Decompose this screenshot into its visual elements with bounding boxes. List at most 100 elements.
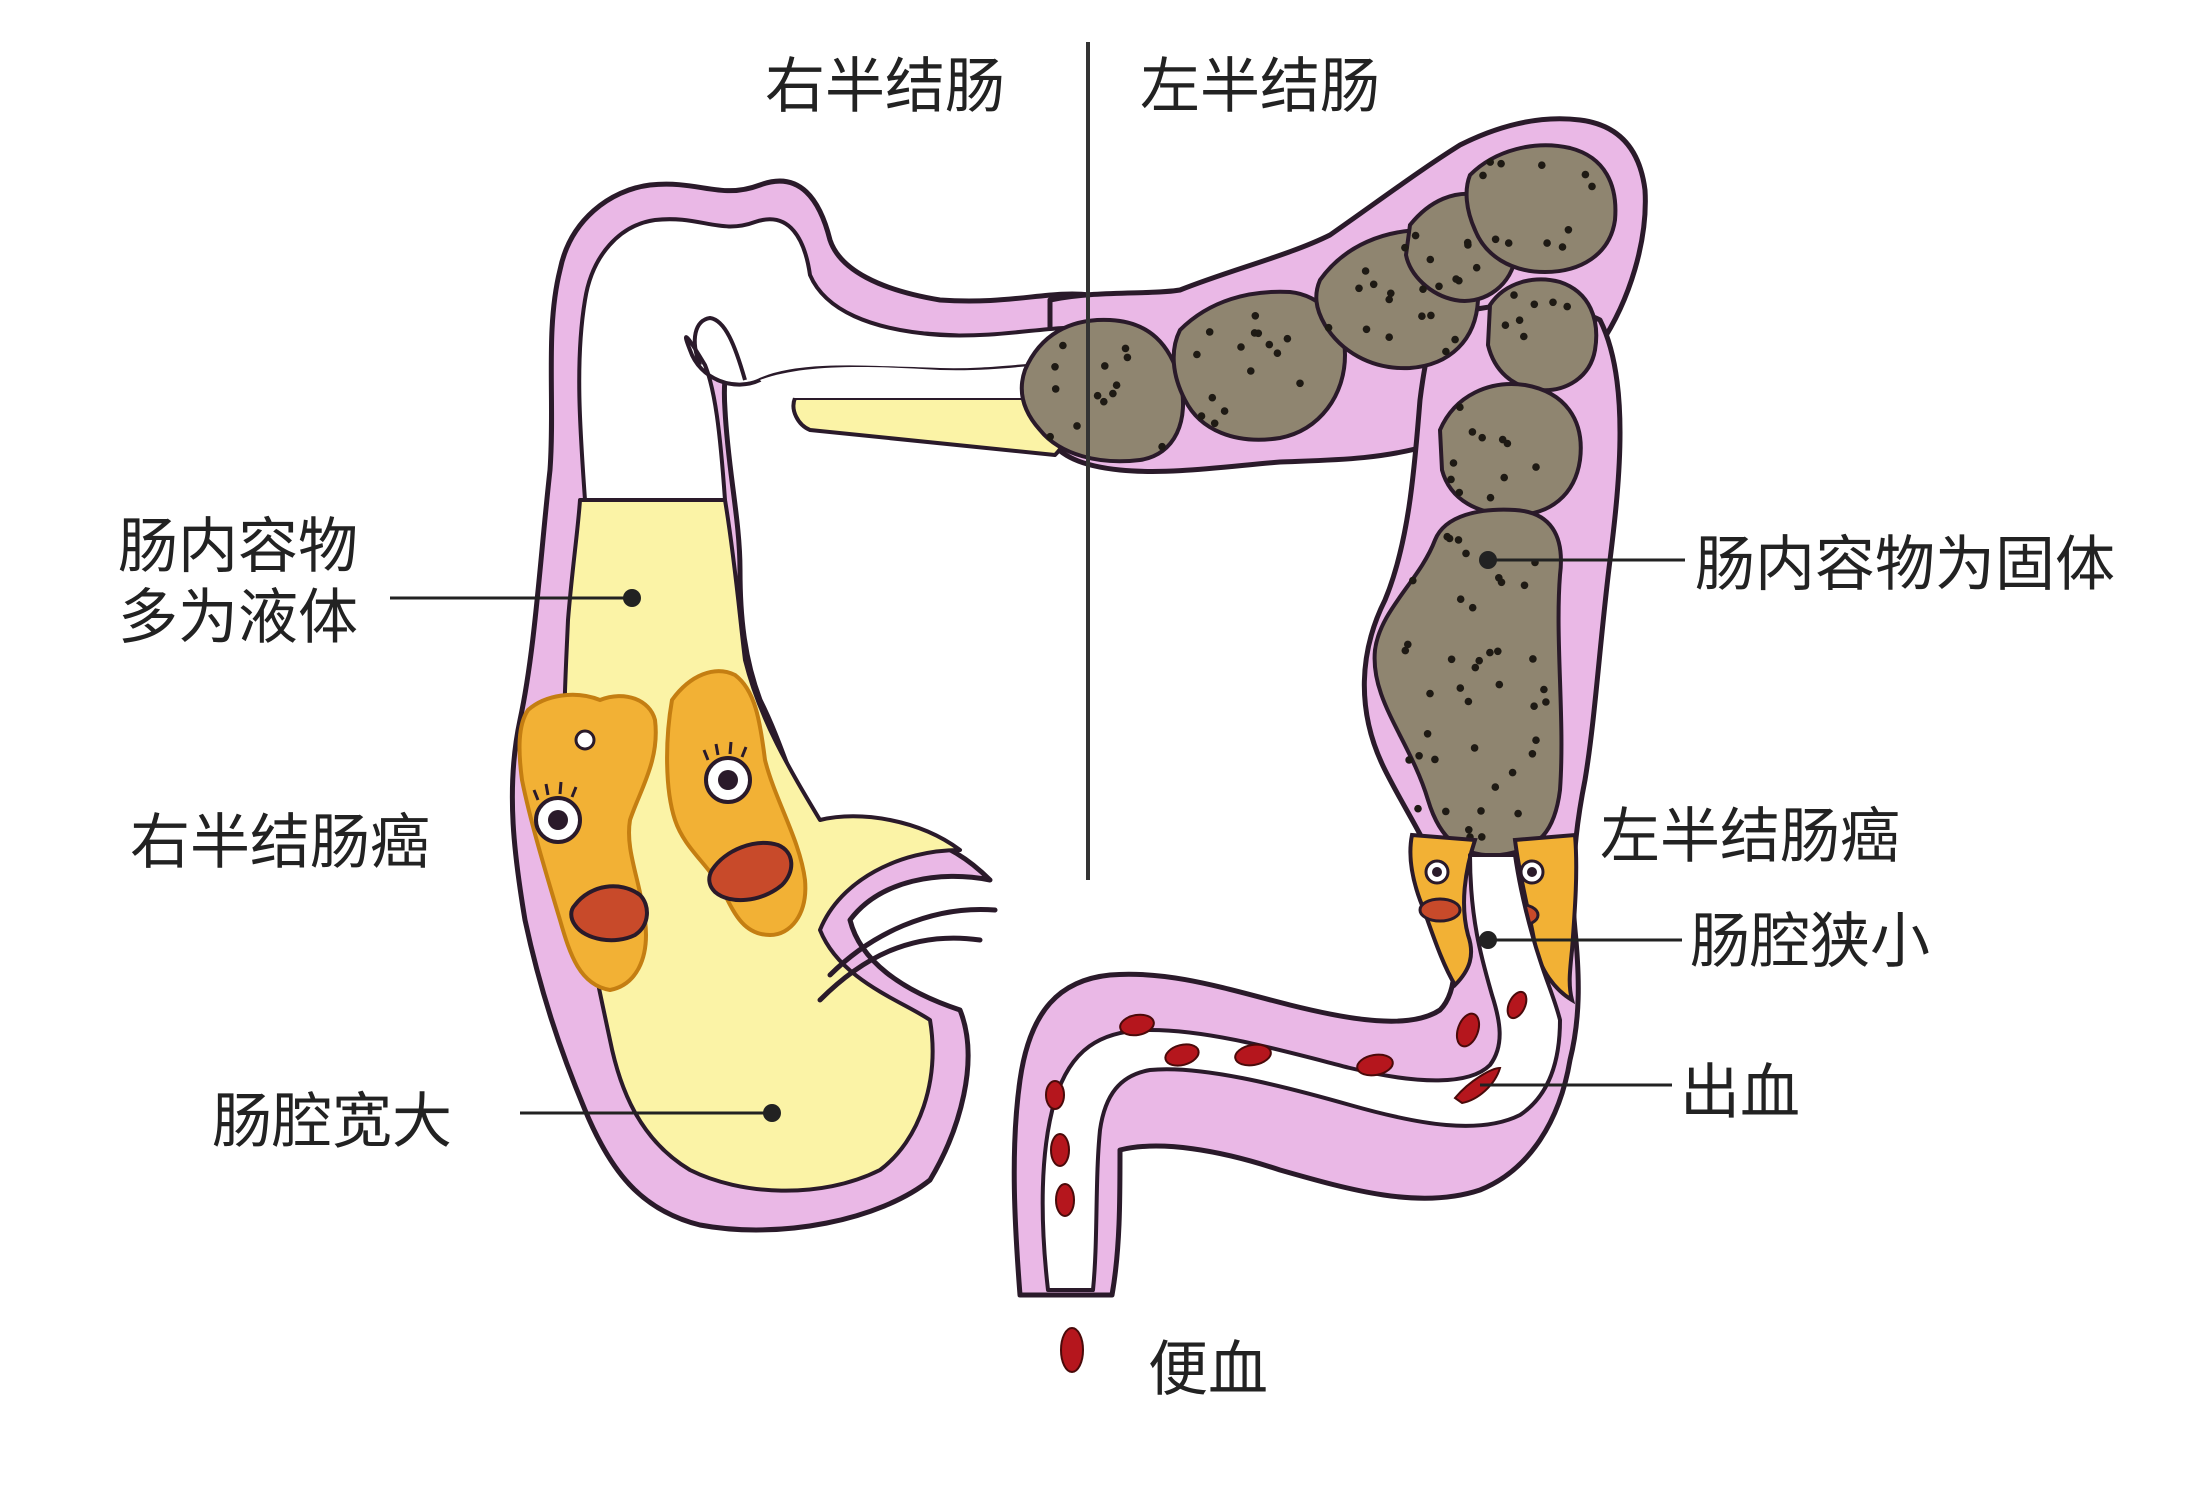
stool-dot bbox=[1529, 655, 1537, 663]
stool-dot bbox=[1528, 750, 1537, 758]
stool-dot bbox=[1324, 323, 1333, 332]
stool-dot bbox=[1385, 333, 1393, 342]
stool-dot bbox=[1123, 353, 1132, 362]
blood-drop bbox=[1356, 1053, 1394, 1077]
blood-drop bbox=[1060, 1327, 1084, 1373]
stool-dot bbox=[1508, 768, 1517, 777]
stool-dot bbox=[1237, 343, 1245, 351]
stool-dot bbox=[1369, 280, 1378, 289]
blood-drop bbox=[1455, 1012, 1481, 1048]
stool-dot bbox=[1558, 243, 1567, 251]
stool-dot bbox=[1401, 646, 1410, 655]
left-cancer-label: 左半结肠癌 bbox=[1600, 802, 1900, 872]
stool-dot bbox=[1265, 340, 1274, 349]
blood-drop bbox=[1119, 1013, 1155, 1037]
stool-dot bbox=[1427, 311, 1435, 320]
stool-dot bbox=[1468, 603, 1477, 612]
stool-dot bbox=[1472, 263, 1481, 272]
stool-dot bbox=[1447, 475, 1455, 484]
stool-dot bbox=[1495, 680, 1504, 689]
stool-dot bbox=[1193, 350, 1201, 359]
stool-dot bbox=[1456, 403, 1464, 412]
stool-dot bbox=[1220, 407, 1229, 415]
stool-dot bbox=[1462, 549, 1470, 558]
stool-dot bbox=[1456, 684, 1465, 692]
leader-dot bbox=[1479, 931, 1497, 949]
stool-dot bbox=[1530, 300, 1539, 309]
stool-dot bbox=[1046, 432, 1054, 441]
stool-dot bbox=[1109, 389, 1117, 398]
blood-drop bbox=[1045, 1080, 1065, 1110]
stool-dot bbox=[1479, 171, 1487, 180]
stool-dot bbox=[1470, 744, 1479, 752]
stool-dot bbox=[1564, 226, 1573, 234]
stool-dot bbox=[1520, 581, 1529, 590]
stool-dot bbox=[1452, 275, 1460, 283]
stool-dot bbox=[1486, 493, 1495, 502]
narrow-lumen-label: 肠腔狭小 bbox=[1690, 907, 1930, 977]
stool-dot bbox=[1101, 362, 1109, 370]
wide-lumen-label: 肠腔宽大 bbox=[212, 1087, 452, 1157]
leader-dot bbox=[623, 589, 641, 607]
stool-dot bbox=[1530, 702, 1538, 710]
stool-dot bbox=[1296, 379, 1304, 388]
blood-drops bbox=[1045, 990, 1528, 1373]
right-tumor-face-outer bbox=[532, 729, 649, 943]
stool-bolus bbox=[1171, 289, 1348, 442]
stool-dot bbox=[1471, 663, 1480, 672]
stool-dot bbox=[1498, 435, 1507, 444]
blood-drop bbox=[1234, 1043, 1272, 1067]
stool-dot bbox=[1504, 239, 1513, 247]
left-colon-label: 左半结肠 bbox=[1140, 52, 1380, 122]
stool-dot bbox=[1283, 334, 1292, 343]
right-tumor-lips-inner bbox=[707, 841, 794, 903]
stool-dot bbox=[1520, 332, 1528, 341]
stool-dot bbox=[1442, 807, 1450, 816]
leader-lines bbox=[390, 551, 1685, 1122]
stool-dot bbox=[1385, 295, 1393, 304]
stool-dot bbox=[1477, 807, 1485, 815]
stool-dot bbox=[1361, 267, 1370, 275]
stool-dot bbox=[1447, 655, 1456, 664]
stool-dot bbox=[1515, 316, 1524, 325]
stool-dot bbox=[1510, 291, 1518, 299]
left-contents-label: 肠内容物为固体 bbox=[1695, 530, 2115, 600]
stool-bolus bbox=[1485, 277, 1599, 393]
stool-dot bbox=[1468, 428, 1477, 436]
stool-dot bbox=[1442, 347, 1450, 356]
blood-drop bbox=[1453, 1066, 1502, 1105]
stool-dots bbox=[1046, 158, 1596, 841]
stool-dot bbox=[1500, 473, 1508, 482]
stool-dot bbox=[1451, 335, 1459, 344]
stool-dot bbox=[1465, 826, 1473, 834]
right-tumor-face-inner bbox=[702, 741, 794, 903]
stool-dot bbox=[1355, 284, 1363, 293]
stool-dot bbox=[1254, 329, 1263, 338]
bleeding-label: 出血 bbox=[1680, 1058, 1800, 1128]
stool-dot bbox=[1404, 640, 1412, 649]
right-contents-line-2: 多为液体 bbox=[118, 582, 358, 653]
stool-dot bbox=[1497, 578, 1506, 587]
blood-drop bbox=[1050, 1133, 1070, 1167]
stool-dot bbox=[1051, 363, 1059, 371]
stool-dot bbox=[1419, 285, 1427, 294]
stool-dot bbox=[1563, 302, 1571, 311]
left-tumor-face-left bbox=[1418, 859, 1462, 923]
stool-dot bbox=[1073, 422, 1081, 430]
stool-dot bbox=[1486, 158, 1494, 166]
stool-dot bbox=[1415, 752, 1423, 760]
stool-dot bbox=[1549, 298, 1557, 307]
stool-dot bbox=[1100, 397, 1108, 406]
stool-dot bbox=[1409, 576, 1417, 585]
stool-dot bbox=[1532, 736, 1540, 744]
right-cancer-label: 右半结肠癌 bbox=[130, 808, 430, 878]
stool-dot bbox=[1273, 349, 1282, 358]
stool-dot bbox=[1197, 412, 1206, 420]
stool-dot bbox=[1121, 344, 1130, 353]
stool-dot bbox=[1247, 367, 1255, 375]
stool-dot bbox=[1501, 321, 1510, 330]
right-colon-upper-lumen bbox=[577, 217, 1092, 502]
stool-dot bbox=[1491, 783, 1500, 791]
